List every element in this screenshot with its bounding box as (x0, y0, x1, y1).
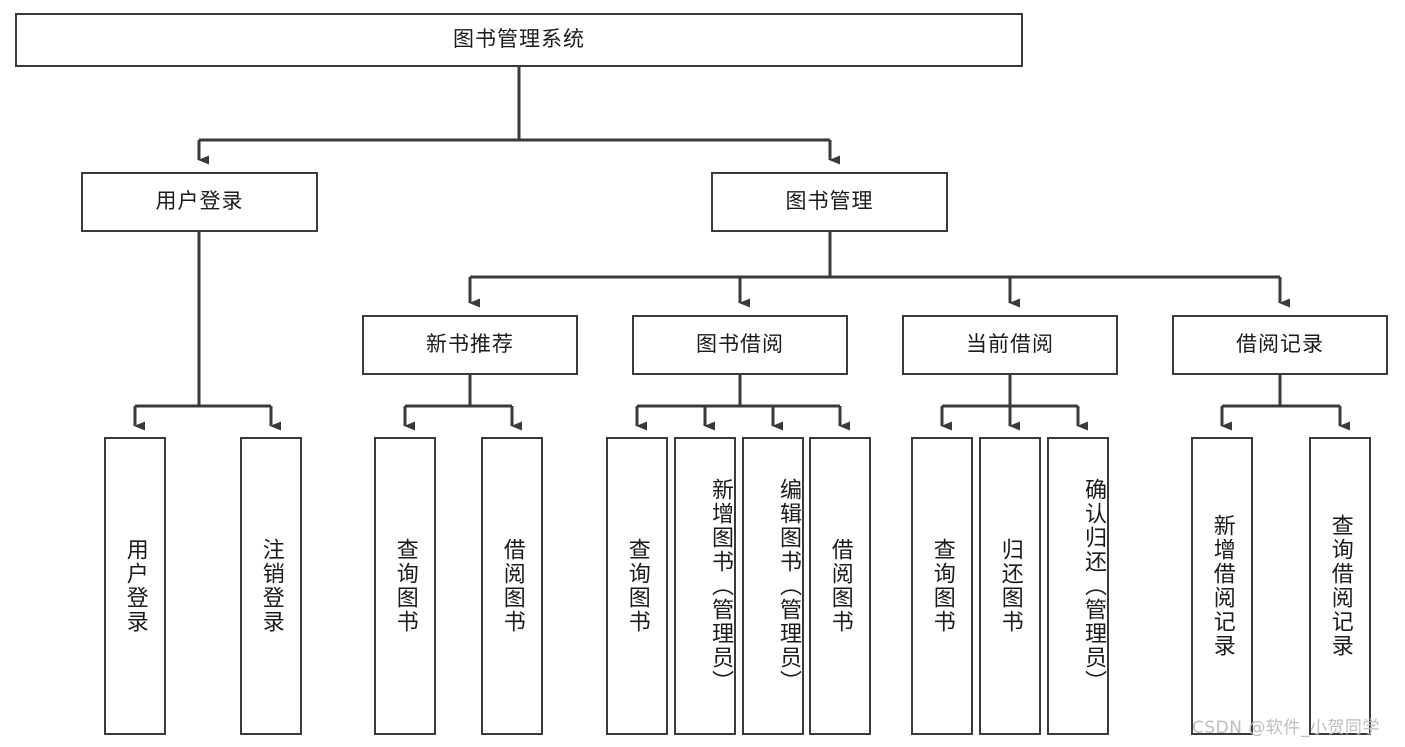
leaf-borrow-borrow-book[interactable]: 借阅图书 (809, 437, 871, 735)
node-label: 借阅记录 (1236, 332, 1324, 357)
node-label: 用户登录 (122, 538, 148, 634)
node-current-borrow[interactable]: 当前借阅 (902, 315, 1118, 375)
leaf-current-confirm-return-admin[interactable]: 确认归还（管理员） (1047, 437, 1109, 735)
node-label: 新增借阅记录 (1209, 514, 1235, 658)
node-label: 借阅图书 (499, 538, 525, 634)
node-label: 新书推荐 (426, 332, 514, 357)
leaf-record-query-record[interactable]: 查询借阅记录 (1309, 437, 1371, 735)
leaf-recommend-query-book[interactable]: 查询图书 (374, 437, 436, 735)
leaf-borrow-query-book[interactable]: 查询图书 (606, 437, 668, 735)
node-label: 图书管理系统 (453, 27, 585, 52)
node-book-management[interactable]: 图书管理 (711, 172, 948, 232)
node-label: 查询借阅记录 (1327, 514, 1353, 658)
leaf-borrow-edit-book-admin[interactable]: 编辑图书（管理员） (742, 437, 804, 735)
leaf-current-return-book[interactable]: 归还图书 (979, 437, 1041, 735)
node-label: 用户登录 (155, 189, 244, 214)
node-label: 借阅图书 (827, 538, 853, 634)
node-label: 查询图书 (624, 538, 650, 634)
node-book-borrow[interactable]: 图书借阅 (632, 315, 848, 375)
node-label: 新增图书（管理员） (708, 478, 733, 694)
node-label: 查询图书 (392, 538, 418, 634)
node-root-system[interactable]: 图书管理系统 (15, 13, 1023, 67)
node-user-login[interactable]: 用户登录 (81, 172, 318, 232)
watermark-text: CSDN @软件_小贺同学 (1192, 718, 1380, 738)
node-borrow-record[interactable]: 借阅记录 (1172, 315, 1388, 375)
leaf-borrow-add-book-admin[interactable]: 新增图书（管理员） (674, 437, 736, 735)
leaf-record-add-record[interactable]: 新增借阅记录 (1191, 437, 1253, 735)
node-label: 图书管理 (785, 189, 874, 214)
leaf-user-login-login[interactable]: 用户登录 (104, 437, 166, 735)
node-new-book-recommend[interactable]: 新书推荐 (362, 315, 578, 375)
node-label: 当前借阅 (966, 332, 1054, 357)
node-label: 确认归还（管理员） (1081, 478, 1106, 694)
leaf-current-query-book[interactable]: 查询图书 (911, 437, 973, 735)
node-label: 注销登录 (258, 538, 284, 634)
node-label: 编辑图书（管理员） (776, 478, 801, 694)
node-label: 图书借阅 (696, 332, 784, 357)
node-label: 归还图书 (997, 538, 1023, 634)
leaf-user-login-logout[interactable]: 注销登录 (240, 437, 302, 735)
leaf-recommend-borrow-book[interactable]: 借阅图书 (481, 437, 543, 735)
node-label: 查询图书 (929, 538, 955, 634)
